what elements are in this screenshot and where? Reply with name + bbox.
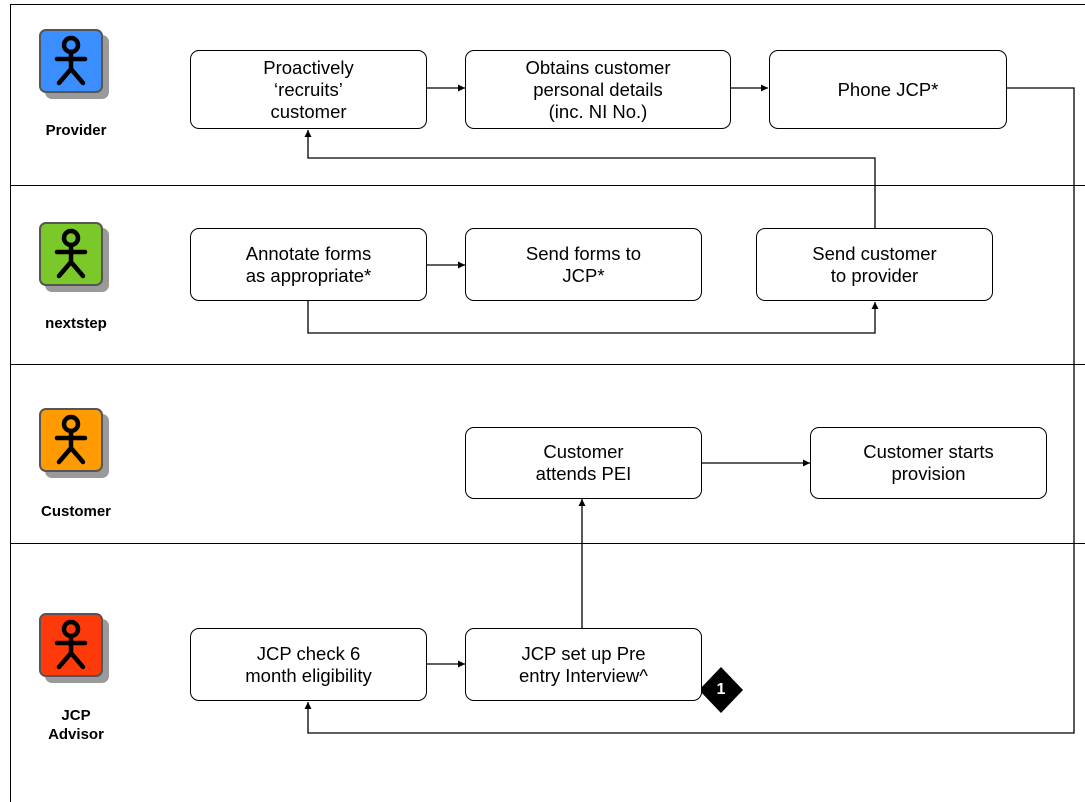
arrow-sendcustomer-to-recruits bbox=[304, 130, 876, 228]
step-marker-diamond bbox=[699, 667, 743, 713]
step-send-customer-to-provider[interactable]: Send customer to provider bbox=[756, 228, 993, 301]
stick-figure-icon bbox=[54, 619, 88, 670]
step-annotate-forms[interactable]: Annotate forms as appropriate* bbox=[190, 228, 427, 301]
actor-label-customer: Customer bbox=[40, 503, 111, 520]
diagram-border bbox=[10, 4, 1085, 802]
step-customer-attends-pei[interactable]: Customer attends PEI bbox=[465, 427, 702, 499]
step-send-forms-to-jcp[interactable]: Send forms to JCP* bbox=[465, 228, 702, 301]
step-jcp-set-up-pre-entry-interview[interactable]: JCP set up Pre entry Interview^ bbox=[465, 628, 702, 701]
step-marker: 1 bbox=[698, 667, 744, 713]
actor-label-nextstep: nextstep bbox=[45, 315, 107, 332]
stick-figure-icon bbox=[54, 35, 88, 86]
actor-tile bbox=[39, 613, 103, 677]
step-customer-starts-provision[interactable]: Customer starts provision bbox=[810, 427, 1047, 499]
step-marker-label: 1 bbox=[716, 681, 726, 698]
actor-label-provider: Provider bbox=[45, 122, 107, 139]
arrow-phone-to-check bbox=[304, 87, 1075, 734]
actor-tile bbox=[39, 408, 103, 472]
actor-tile bbox=[39, 29, 103, 93]
actor-tile bbox=[39, 222, 103, 286]
arrow-annotate-to-sendcustomer bbox=[307, 301, 879, 334]
stick-figure-icon bbox=[54, 228, 88, 279]
stick-figure-icon bbox=[54, 414, 88, 465]
step-phone-jcp[interactable]: Phone JCP* bbox=[769, 50, 1007, 129]
step-jcp-check-eligibility[interactable]: JCP check 6 month eligibility bbox=[190, 628, 427, 701]
step-proactively-recruits-customer[interactable]: Proactively ‘recruits’ customer bbox=[190, 50, 427, 129]
step-obtains-customer-details[interactable]: Obtains customer personal details (inc. … bbox=[465, 50, 731, 129]
actor-label-jcp-advisor: JCP Advisor bbox=[48, 707, 104, 743]
